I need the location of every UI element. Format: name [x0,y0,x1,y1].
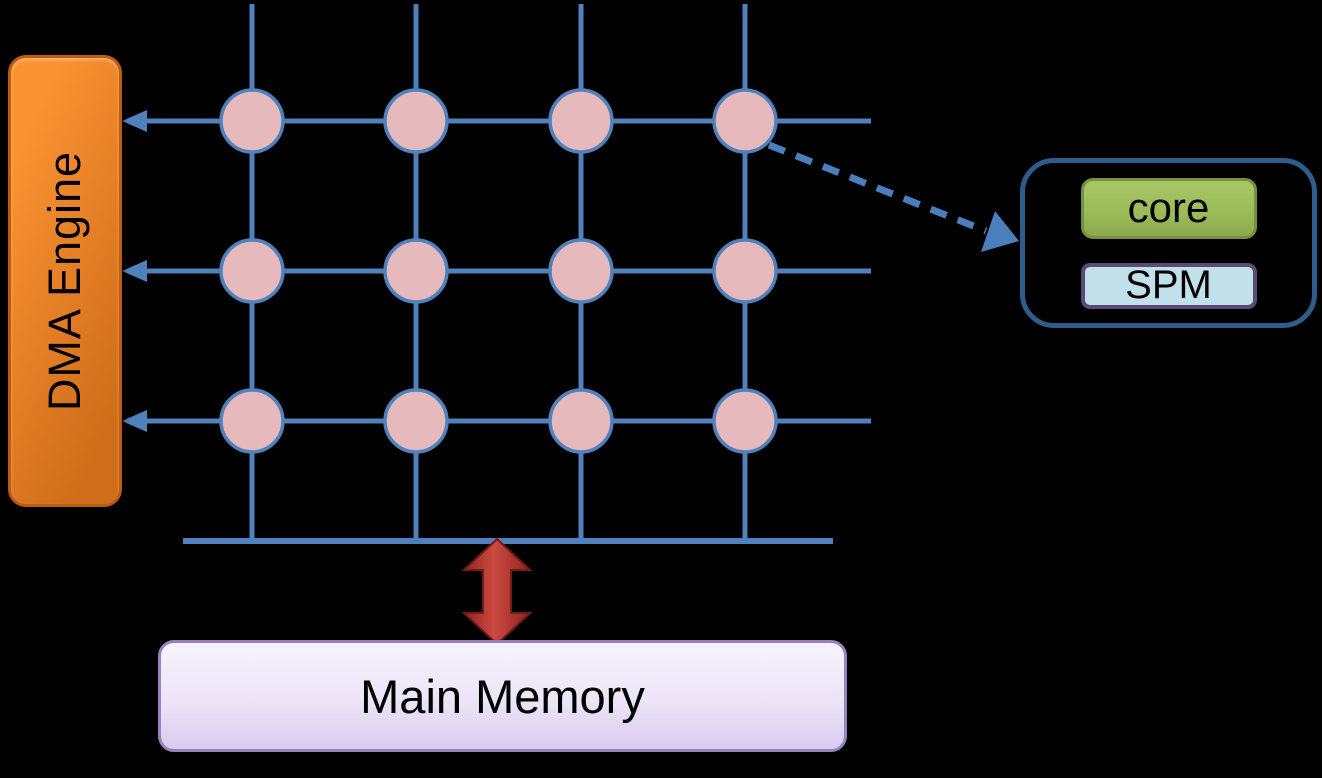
mesh-node [548,388,614,454]
dma-arrow-head-icon [122,410,147,432]
dashed-callout-arrow [767,141,1019,252]
dma-arrow-head-icon [122,260,147,282]
spm-box: SPM [1080,262,1257,309]
memory-double-arrow-icon [461,537,533,646]
mesh-node [383,88,449,154]
mesh-node [383,238,449,304]
dma-arrow-head-icon [122,110,147,132]
mesh-node [712,388,778,454]
dashed-arrow-line [767,141,988,235]
dma-engine-box: DMA Engine [8,55,122,507]
core-label: core [1127,184,1210,231]
dma-engine-label: DMA Engine [39,150,91,412]
mesh-node [219,388,285,454]
spm-label: SPM [1125,263,1212,307]
core-box: core [1080,177,1257,239]
mesh-node [219,238,285,304]
mesh-node [548,88,614,154]
mesh-node [712,88,778,154]
main-memory-label: Main Memory [360,669,645,723]
dashed-arrow-head-icon [981,211,1019,252]
mesh-node [219,88,285,154]
mesh-nodes [219,88,778,454]
node-detail-callout: core SPM [1020,158,1317,328]
mesh-node [383,388,449,454]
mesh-node [548,238,614,304]
mesh-node [712,238,778,304]
main-memory-box: Main Memory [158,640,847,752]
